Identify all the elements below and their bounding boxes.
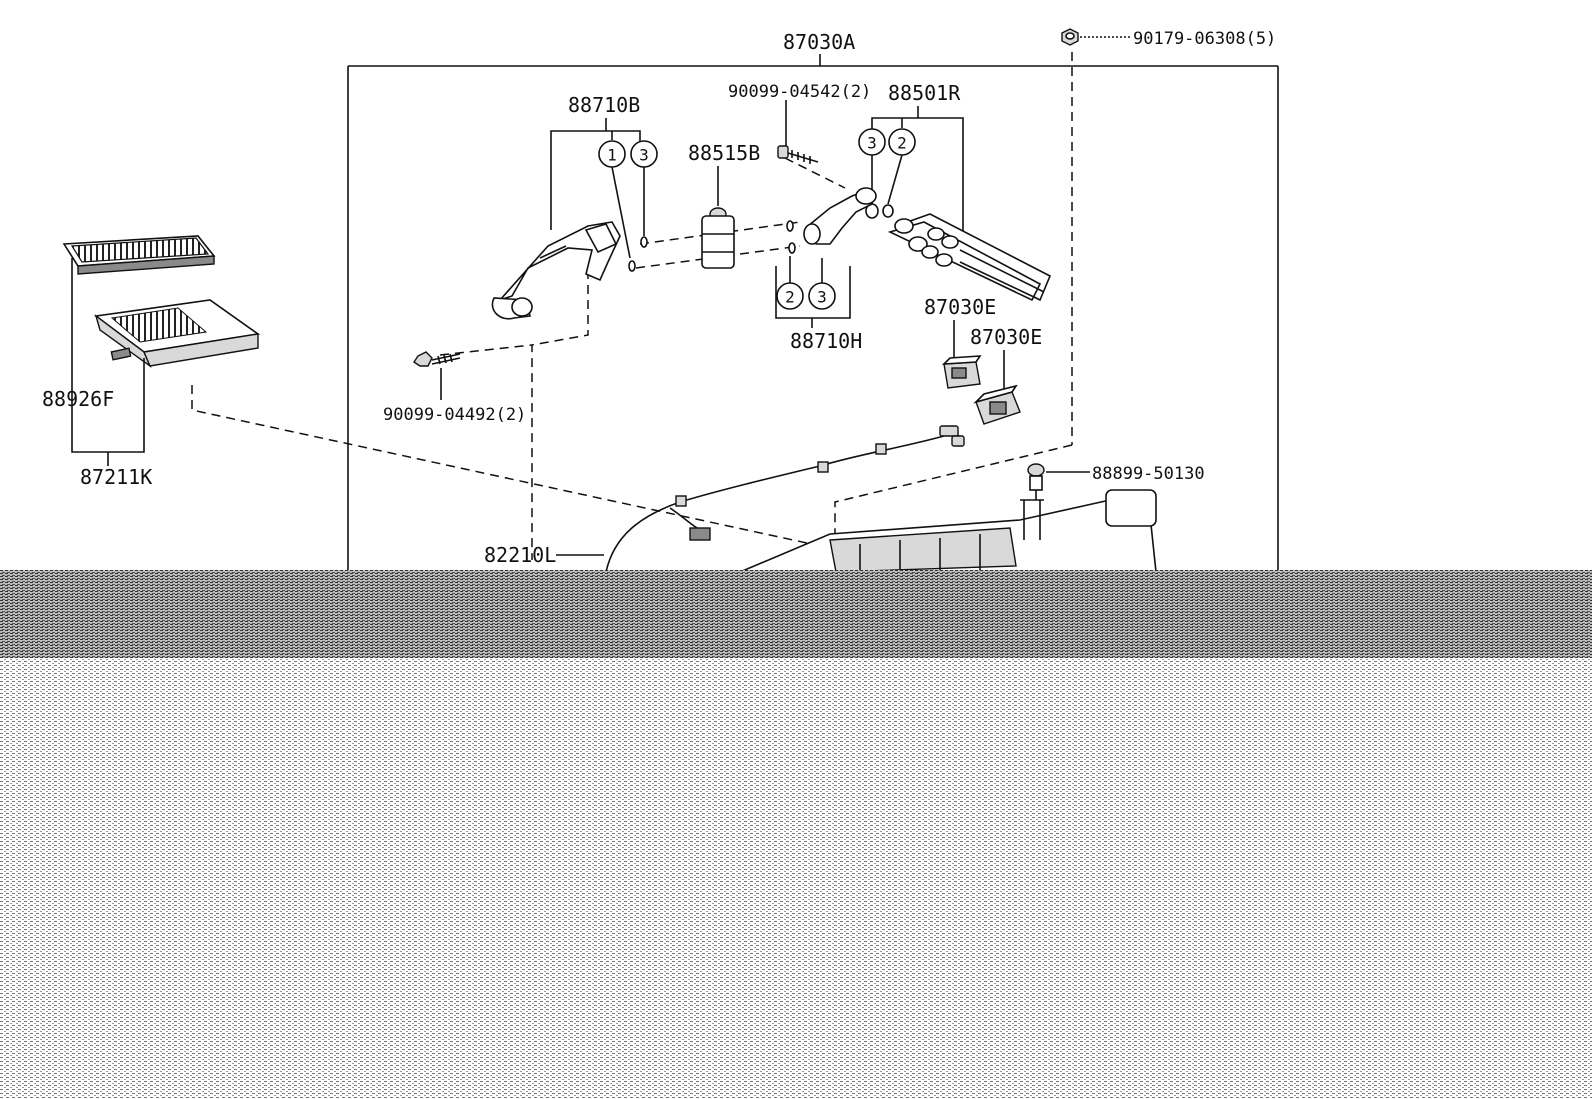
callout-tube-h-2: 2 bbox=[776, 282, 804, 310]
servo-motor-icon bbox=[941, 355, 982, 389]
noise-band-dark bbox=[0, 570, 1592, 658]
sensor-label: 88899-50130 bbox=[1092, 464, 1205, 484]
expansion-valve-icon bbox=[701, 207, 735, 269]
servo-motor-icon bbox=[973, 384, 1021, 425]
valve-label: 88515B bbox=[688, 141, 760, 165]
filter-bracket bbox=[71, 258, 145, 453]
bolt-label: 90099-04492(2) bbox=[383, 405, 526, 425]
harness-label: 82210L bbox=[484, 543, 556, 567]
svg-text:1: 1 bbox=[607, 146, 617, 165]
noise-field bbox=[0, 658, 1592, 1099]
servo-1-label: 87030E bbox=[924, 295, 996, 319]
nut-icon bbox=[1061, 28, 1079, 46]
evaporator-label: 88501R bbox=[888, 81, 961, 105]
o-ring-icon bbox=[628, 260, 636, 272]
tube-h-bracket bbox=[775, 266, 851, 319]
svg-text:3: 3 bbox=[867, 134, 877, 153]
bolt-icon bbox=[413, 351, 461, 367]
screw-icon bbox=[777, 145, 819, 164]
wire-harness-icon bbox=[605, 425, 965, 573]
nut-label: 90179-06308(5) bbox=[1133, 29, 1276, 49]
assembly-frame bbox=[347, 54, 1279, 572]
o-ring-icon bbox=[640, 236, 648, 248]
tube-b-label: 88710B bbox=[568, 93, 640, 117]
svg-text:3: 3 bbox=[639, 146, 649, 165]
callout-tube-b-3: 3 bbox=[630, 140, 658, 168]
filter-label: 87211K bbox=[80, 465, 152, 489]
air-filter-icon bbox=[62, 235, 216, 275]
sensor-icon bbox=[1027, 463, 1045, 500]
screw-top-label: 90099-04542(2) bbox=[728, 82, 871, 102]
evaporator-icon bbox=[887, 213, 1052, 302]
callout-tube-h-3: 3 bbox=[808, 282, 836, 310]
servo-2-label: 87030E bbox=[970, 325, 1042, 349]
callout-evap-2: 2 bbox=[888, 128, 916, 156]
assembly-label: 87030A bbox=[783, 30, 855, 54]
o-ring-icon bbox=[786, 220, 794, 232]
ac-unit-housing-icon bbox=[739, 489, 1157, 573]
o-ring-icon bbox=[788, 242, 796, 254]
callout-tube-b-1: 1 bbox=[598, 140, 626, 168]
svg-text:2: 2 bbox=[897, 134, 907, 153]
svg-text:3: 3 bbox=[817, 288, 827, 307]
tube-b-bracket bbox=[550, 130, 641, 230]
o-ring-icon bbox=[882, 204, 894, 218]
callout-evap-3: 3 bbox=[858, 128, 886, 156]
filter-cover-icon bbox=[93, 299, 261, 369]
svg-text:2: 2 bbox=[785, 288, 795, 307]
filter-cover-label: 88926F bbox=[42, 387, 114, 411]
suction-tube-icon bbox=[491, 221, 621, 320]
liquid-tube-icon bbox=[803, 187, 877, 245]
tube-h-label: 88710H bbox=[790, 329, 862, 353]
